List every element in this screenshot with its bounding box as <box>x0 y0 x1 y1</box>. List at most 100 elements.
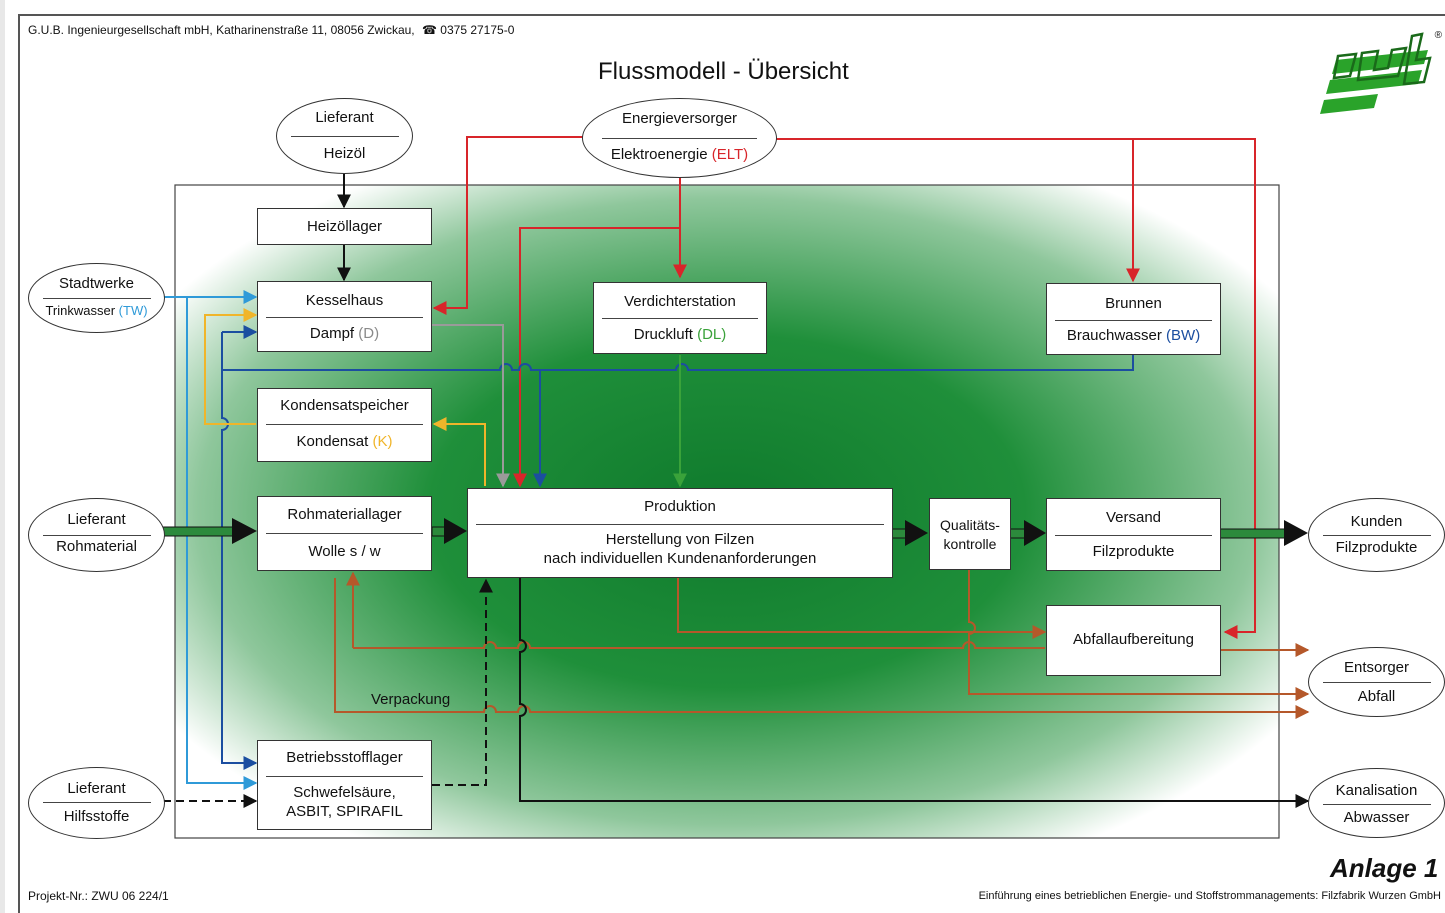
flow-abfall <box>334 570 1310 719</box>
steam-code: (D) <box>358 325 380 342</box>
water-code: (TW) <box>118 303 148 318</box>
box-divider <box>266 533 423 534</box>
project-description: Einführung eines betrieblichen Energie- … <box>978 890 1441 902</box>
box-top-label: Kondensatspeicher <box>280 397 409 414</box>
ellipse-kanalisation: Kanalisation Abwasser <box>1308 768 1445 838</box>
box-produktion: Produktion Herstellung von Filzen nach i… <box>467 488 893 578</box>
condensate-label: Kondensat <box>296 433 369 450</box>
anlage-label: Anlage 1 <box>1330 853 1439 883</box>
box-bottom-label: Kondensat (K) <box>258 433 431 450</box>
box-abfallaufbereitung: Abfallaufbereitung <box>1046 605 1221 676</box>
ellipse-divider <box>1322 804 1431 805</box>
energy-code: (ELT) <box>711 146 749 163</box>
ellipse-divider <box>42 802 151 803</box>
registered-mark: ® <box>1434 30 1442 41</box>
ellipse-divider <box>42 298 151 299</box>
top-border <box>18 14 1445 16</box>
ellipse-divider <box>1322 682 1431 683</box>
box-bottom-line2: ASBIT, SPIRAFIL <box>286 803 403 820</box>
box-top-label: Verdichterstation <box>624 293 736 310</box>
ellipse-bottom-label: Abfall <box>1357 688 1396 705</box>
ellipse-bottom-label: Hilfsstoffe <box>63 808 130 825</box>
ellipse-top-label: Energieversorger <box>621 110 738 127</box>
flow-abwasser <box>519 578 1310 808</box>
box-line2: kontrolle <box>943 536 997 552</box>
box-rohmateriallager: Rohmateriallager Wolle s / w <box>257 496 432 571</box>
box-top-label: Rohmateriallager <box>287 506 402 523</box>
box-kesselhaus: Kesselhaus Dampf (D) <box>257 281 432 352</box>
ellipse-stadtwerke: Stadtwerke Trinkwasser (TW) <box>28 263 165 333</box>
phone-icon: ☎ <box>422 23 437 37</box>
ellipse-bottom-label: Filzprodukte <box>1335 539 1418 556</box>
box-divider <box>266 776 423 777</box>
ellipse-top-label: Lieferant <box>67 780 126 797</box>
box-divider <box>476 524 884 525</box>
gub-logo-graphic <box>1320 32 1432 114</box>
ellipse-bottom-label: Heizöl <box>323 145 366 162</box>
diagram-title: Flussmodell - Übersicht <box>598 58 849 85</box>
flow-trinkwasser <box>163 290 258 790</box>
ellipse-bottom-label: Trinkwasser (TW) <box>29 303 164 318</box>
box-betriebsstofflager: Betriebsstofflager Schwefelsäure, ASBIT,… <box>257 740 432 830</box>
flow-dampf <box>432 324 510 488</box>
box-top-label: Versand <box>1105 509 1162 526</box>
company-address: G.U.B. Ingenieurgesellschaft mbH, Kathar… <box>28 23 514 37</box>
box-top-label: Brunnen <box>1105 295 1162 312</box>
box-bottom-label: Dampf (D) <box>258 325 431 342</box>
well-label: Brauchwasser <box>1066 327 1162 344</box>
ellipse-lieferant-hilfsstoffe: Lieferant Hilfsstoffe <box>28 767 165 839</box>
box-verdichterstation: Verdichterstation Druckluft (DL) <box>593 282 767 354</box>
ellipse-bottom-label: Abwasser <box>1343 809 1410 826</box>
flow-hilfsstoffe <box>163 578 493 808</box>
box-bottom-label: Wolle s / w <box>308 543 381 560</box>
ellipse-kunden: Kunden Filzprodukte <box>1308 498 1445 572</box>
box-bottom-line1: Herstellung von Filzen <box>605 531 755 548</box>
box-bottom-label: Filzprodukte <box>1092 543 1175 560</box>
ellipse-divider <box>290 136 399 137</box>
well-code: (BW) <box>1166 327 1201 344</box>
box-qualitaetskontrolle: Qualitäts- kontrolle <box>929 498 1011 570</box>
box-divider <box>266 317 423 318</box>
box-label: Abfallaufbereitung <box>1073 631 1194 648</box>
box-divider <box>1055 320 1212 321</box>
ellipse-lieferant-heizoel: Lieferant Heizöl <box>276 98 413 174</box>
ellipse-bottom-label: Elektroenergie (ELT) <box>583 146 776 163</box>
energy-label: Elektroenergie <box>610 146 708 163</box>
box-kondensatspeicher: Kondensatspeicher Kondensat (K) <box>257 388 432 462</box>
air-label: Druckluft <box>633 326 693 343</box>
box-bottom-label: Druckluft (DL) <box>594 326 766 343</box>
ellipse-top-label: Stadtwerke <box>58 275 135 292</box>
gub-logo: ® <box>1318 30 1442 116</box>
air-code: (DL) <box>697 326 727 343</box>
box-line1: Qualitäts- <box>940 517 1000 533</box>
flow-brauchwasser <box>221 325 1134 770</box>
ellipse-divider <box>602 138 757 139</box>
condensate-code: (K) <box>372 433 393 450</box>
box-divider <box>602 318 758 319</box>
water-label: Trinkwasser <box>45 303 116 318</box>
ellipse-top-label: Lieferant <box>315 109 374 126</box>
box-heizoellager: Heizöllager <box>257 208 432 245</box>
box-bottom-label: Brauchwasser (BW) <box>1047 327 1220 344</box>
box-top-label: Kesselhaus <box>305 292 384 309</box>
box-bottom-line1: Schwefelsäure, <box>293 784 396 801</box>
ellipse-top-label: Kanalisation <box>1335 782 1418 799</box>
box-bottom-line2: nach individuellen Kundenanforderungen <box>543 550 817 567</box>
ellipse-divider <box>42 535 151 536</box>
ellipse-bottom-label: Rohmaterial <box>56 538 137 555</box>
box-divider <box>266 424 423 425</box>
box-brunnen: Brunnen Brauchwasser (BW) <box>1046 283 1221 355</box>
left-margin-bar <box>0 0 5 913</box>
steam-label: Dampf <box>309 325 355 342</box>
ellipse-top-label: Entsorger <box>1343 659 1410 676</box>
box-label: Heizöllager <box>306 218 383 235</box>
company-line: G.U.B. Ingenieurgesellschaft mbH, Kathar… <box>28 23 415 37</box>
box-top-label: Betriebsstofflager <box>286 749 403 766</box>
box-divider <box>1055 535 1212 536</box>
ellipse-divider <box>1322 535 1431 536</box>
ellipse-top-label: Kunden <box>1350 513 1403 530</box>
label-verpackung: Verpackung <box>371 691 451 708</box>
phone-number: 0375 27175-0 <box>440 23 515 37</box>
left-border <box>18 14 20 913</box>
